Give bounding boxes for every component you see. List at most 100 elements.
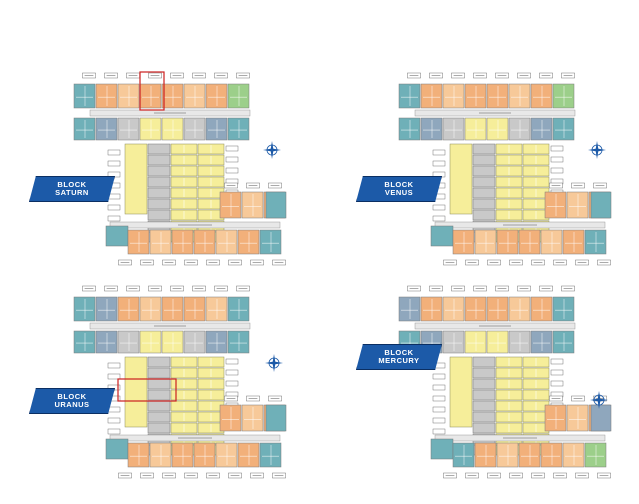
unit-tag	[107, 417, 121, 424]
unit-spine-west	[449, 143, 473, 215]
unit-bottom	[149, 442, 172, 468]
unit-top	[95, 296, 118, 322]
core-unit	[472, 411, 496, 423]
unit-second	[464, 330, 487, 354]
unit-top	[486, 83, 509, 109]
block-uranus-plan	[73, 285, 287, 479]
unit-tag	[225, 167, 239, 174]
unit-tag	[225, 380, 239, 387]
block-mercury-label-line2: MERCURY	[378, 356, 420, 365]
block-venus-plan	[398, 72, 612, 266]
unit-second	[73, 117, 96, 141]
unit-bottom	[584, 442, 607, 468]
unit-top	[73, 83, 96, 109]
unit-top	[227, 296, 250, 322]
unit-top	[117, 83, 140, 109]
unit-east	[544, 404, 567, 432]
core-unit	[147, 176, 171, 188]
core-unit	[147, 411, 171, 423]
compass-needle	[590, 398, 608, 402]
unit-second	[442, 330, 465, 354]
unit-top	[139, 296, 162, 322]
unit-spine-west	[124, 143, 148, 215]
unit-second	[508, 330, 531, 354]
unit-tag	[550, 369, 564, 376]
core-unit	[472, 367, 496, 379]
block-uranus-label-line2: URANUS	[54, 400, 90, 409]
unit-top	[464, 83, 487, 109]
unit-top	[508, 83, 531, 109]
unit-bottom	[452, 442, 475, 468]
unit-bottom	[237, 442, 260, 468]
compass-icon	[588, 141, 606, 159]
unit-tag	[432, 417, 446, 424]
unit-bottom	[193, 442, 216, 468]
block-venus-label-line2: VENUS	[384, 188, 414, 197]
unit-tag	[432, 406, 446, 413]
core-unit	[147, 378, 171, 390]
unit-east	[219, 191, 242, 219]
unit-bottom	[127, 229, 150, 255]
unit-top	[183, 296, 206, 322]
core-unit	[147, 367, 171, 379]
unit-second	[205, 117, 228, 141]
unit-tag	[550, 167, 564, 174]
block-saturn-label-line2: SATURN	[55, 188, 89, 197]
unit-east	[566, 404, 589, 432]
core-unit	[472, 187, 496, 199]
unit-top	[442, 83, 465, 109]
unit-second	[95, 330, 118, 354]
unit-bottom	[215, 442, 238, 468]
compass-needle	[265, 361, 283, 365]
unit-bottom	[215, 229, 238, 255]
unit-bottom	[496, 229, 519, 255]
unit-top	[442, 296, 465, 322]
core-unit	[147, 422, 171, 434]
unit-second	[530, 330, 553, 354]
unit-tag	[550, 358, 564, 365]
unit-top	[73, 296, 96, 322]
unit-top	[139, 83, 162, 109]
block-uranus-label-line1: BLOCK	[57, 392, 87, 401]
unit-top	[398, 296, 421, 322]
unit-second	[117, 117, 140, 141]
unit-bottom	[518, 229, 541, 255]
unit-east	[241, 191, 264, 219]
unit-spine-west	[124, 356, 148, 428]
core-unit	[472, 176, 496, 188]
unit-tag	[432, 373, 446, 380]
unit-second	[227, 117, 250, 141]
unit-east	[544, 191, 567, 219]
unit-second	[161, 330, 184, 354]
core-unit	[147, 209, 171, 221]
highlighted-unit	[117, 378, 177, 402]
unit-top	[530, 83, 553, 109]
unit-second	[183, 117, 206, 141]
unit-bottom	[540, 229, 563, 255]
unit-second	[442, 117, 465, 141]
unit-second	[161, 117, 184, 141]
unit-tag	[432, 215, 446, 222]
compass-icon	[265, 354, 283, 372]
core-unit	[472, 154, 496, 166]
unit-bottom	[540, 442, 563, 468]
unit-bottom	[237, 229, 260, 255]
unit-bottom	[562, 229, 585, 255]
core-unit	[147, 187, 171, 199]
unit-bottom	[193, 229, 216, 255]
unit-tag	[107, 149, 121, 156]
unit-spine-west	[449, 356, 473, 428]
unit-bottom	[259, 229, 282, 255]
highlighted-unit	[139, 71, 165, 111]
unit-tag	[432, 395, 446, 402]
unit-bottom	[584, 229, 607, 255]
unit-bottom	[259, 442, 282, 468]
unit-second	[486, 330, 509, 354]
unit-east	[566, 191, 589, 219]
core-unit	[147, 143, 171, 155]
unit-second	[139, 330, 162, 354]
unit-tag	[432, 428, 446, 435]
unit-tag	[550, 380, 564, 387]
unit-tag	[225, 369, 239, 376]
